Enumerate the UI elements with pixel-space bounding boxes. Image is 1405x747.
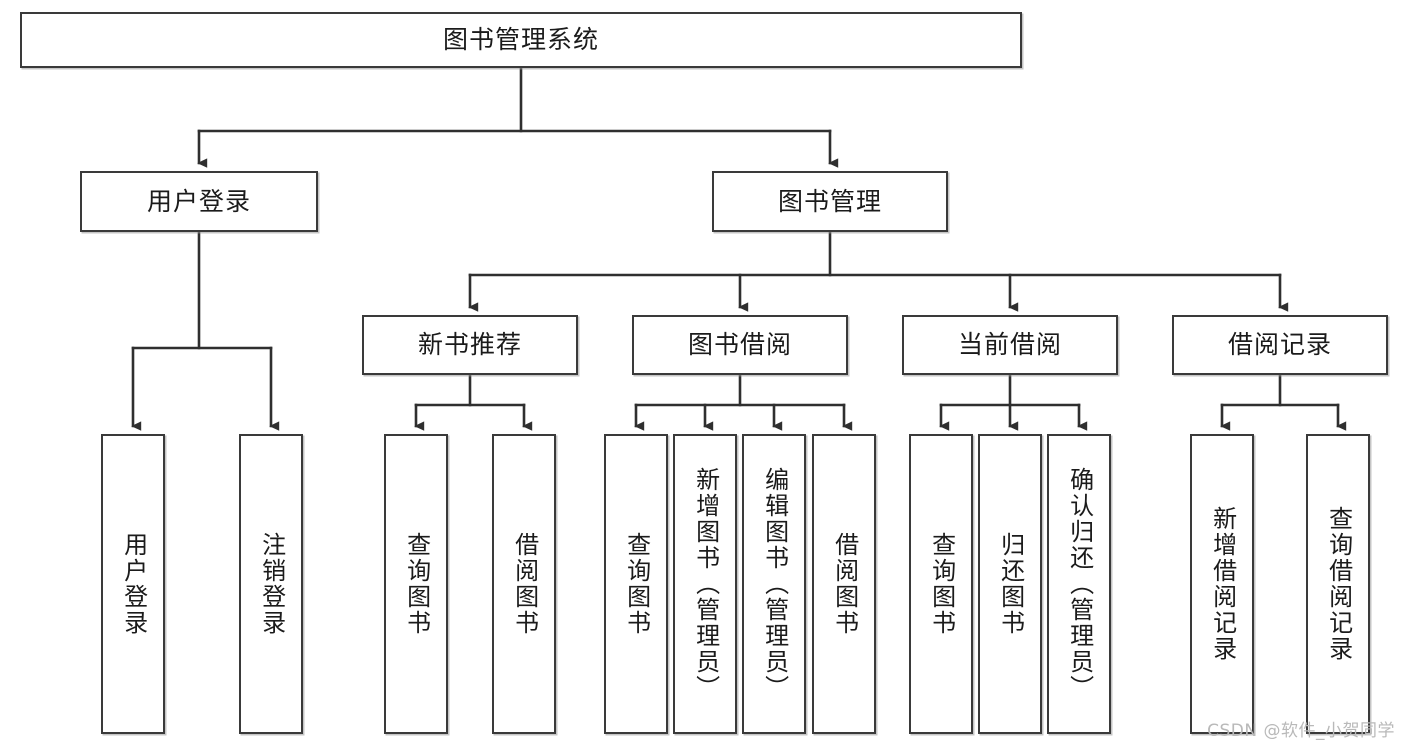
node-book-borrow[interactable]: 图书借阅 <box>632 315 848 375</box>
node-borrow-record[interactable]: 借阅记录 <box>1172 315 1388 375</box>
leaf-label: 注销登录 <box>257 532 286 636</box>
node-book-management[interactable]: 图书管理 <box>712 171 948 232</box>
leaf-label: 查询图书 <box>622 532 651 636</box>
leaf-user-logout[interactable]: 注销登录 <box>239 434 303 734</box>
leaf-confirm-return-admin[interactable]: 确认归还（管理员） <box>1047 434 1111 734</box>
node-label: 用户登录 <box>146 186 251 216</box>
leaf-add-borrow-record[interactable]: 新增借阅记录 <box>1190 434 1254 734</box>
leaf-user-login[interactable]: 用户登录 <box>101 434 165 734</box>
node-label: 图书管理 <box>777 186 882 216</box>
leaf-label: 借阅图书 <box>830 532 859 636</box>
csdn-watermark: CSDN @软件_小贺同学 <box>1207 721 1395 741</box>
leaf-label: 编辑图书（管理员） <box>760 467 789 701</box>
node-root-book-management-system[interactable]: 图书管理系统 <box>20 12 1022 68</box>
leaf-label: 借阅图书 <box>510 532 539 636</box>
leaf-query-book-recommend[interactable]: 查询图书 <box>384 434 448 734</box>
node-label: 借阅记录 <box>1227 330 1332 360</box>
leaf-label: 查询图书 <box>402 532 431 636</box>
node-user-login[interactable]: 用户登录 <box>80 171 318 232</box>
leaf-borrow-book[interactable]: 借阅图书 <box>812 434 876 734</box>
leaf-label: 查询图书 <box>927 532 956 636</box>
leaf-borrow-book-recommend[interactable]: 借阅图书 <box>492 434 556 734</box>
leaf-return-book[interactable]: 归还图书 <box>978 434 1042 734</box>
leaf-query-book-current[interactable]: 查询图书 <box>909 434 973 734</box>
node-new-book-recommend[interactable]: 新书推荐 <box>362 315 578 375</box>
leaf-label: 新增借阅记录 <box>1208 506 1237 662</box>
leaf-label: 归还图书 <box>996 532 1025 636</box>
leaf-label: 确认归还（管理员） <box>1065 467 1094 701</box>
node-label: 图书借阅 <box>687 330 792 360</box>
leaf-edit-book-admin[interactable]: 编辑图书（管理员） <box>742 434 806 734</box>
leaf-query-borrow-record[interactable]: 查询借阅记录 <box>1306 434 1370 734</box>
leaf-label: 查询借阅记录 <box>1324 506 1353 662</box>
leaf-label: 新增图书（管理员） <box>691 467 720 701</box>
leaf-label: 用户登录 <box>119 532 148 636</box>
node-label: 图书管理系统 <box>442 25 599 55</box>
node-label: 新书推荐 <box>417 330 522 360</box>
leaf-add-book-admin[interactable]: 新增图书（管理员） <box>673 434 737 734</box>
node-current-borrow[interactable]: 当前借阅 <box>902 315 1118 375</box>
leaf-query-book-borrow[interactable]: 查询图书 <box>604 434 668 734</box>
node-label: 当前借阅 <box>957 330 1062 360</box>
